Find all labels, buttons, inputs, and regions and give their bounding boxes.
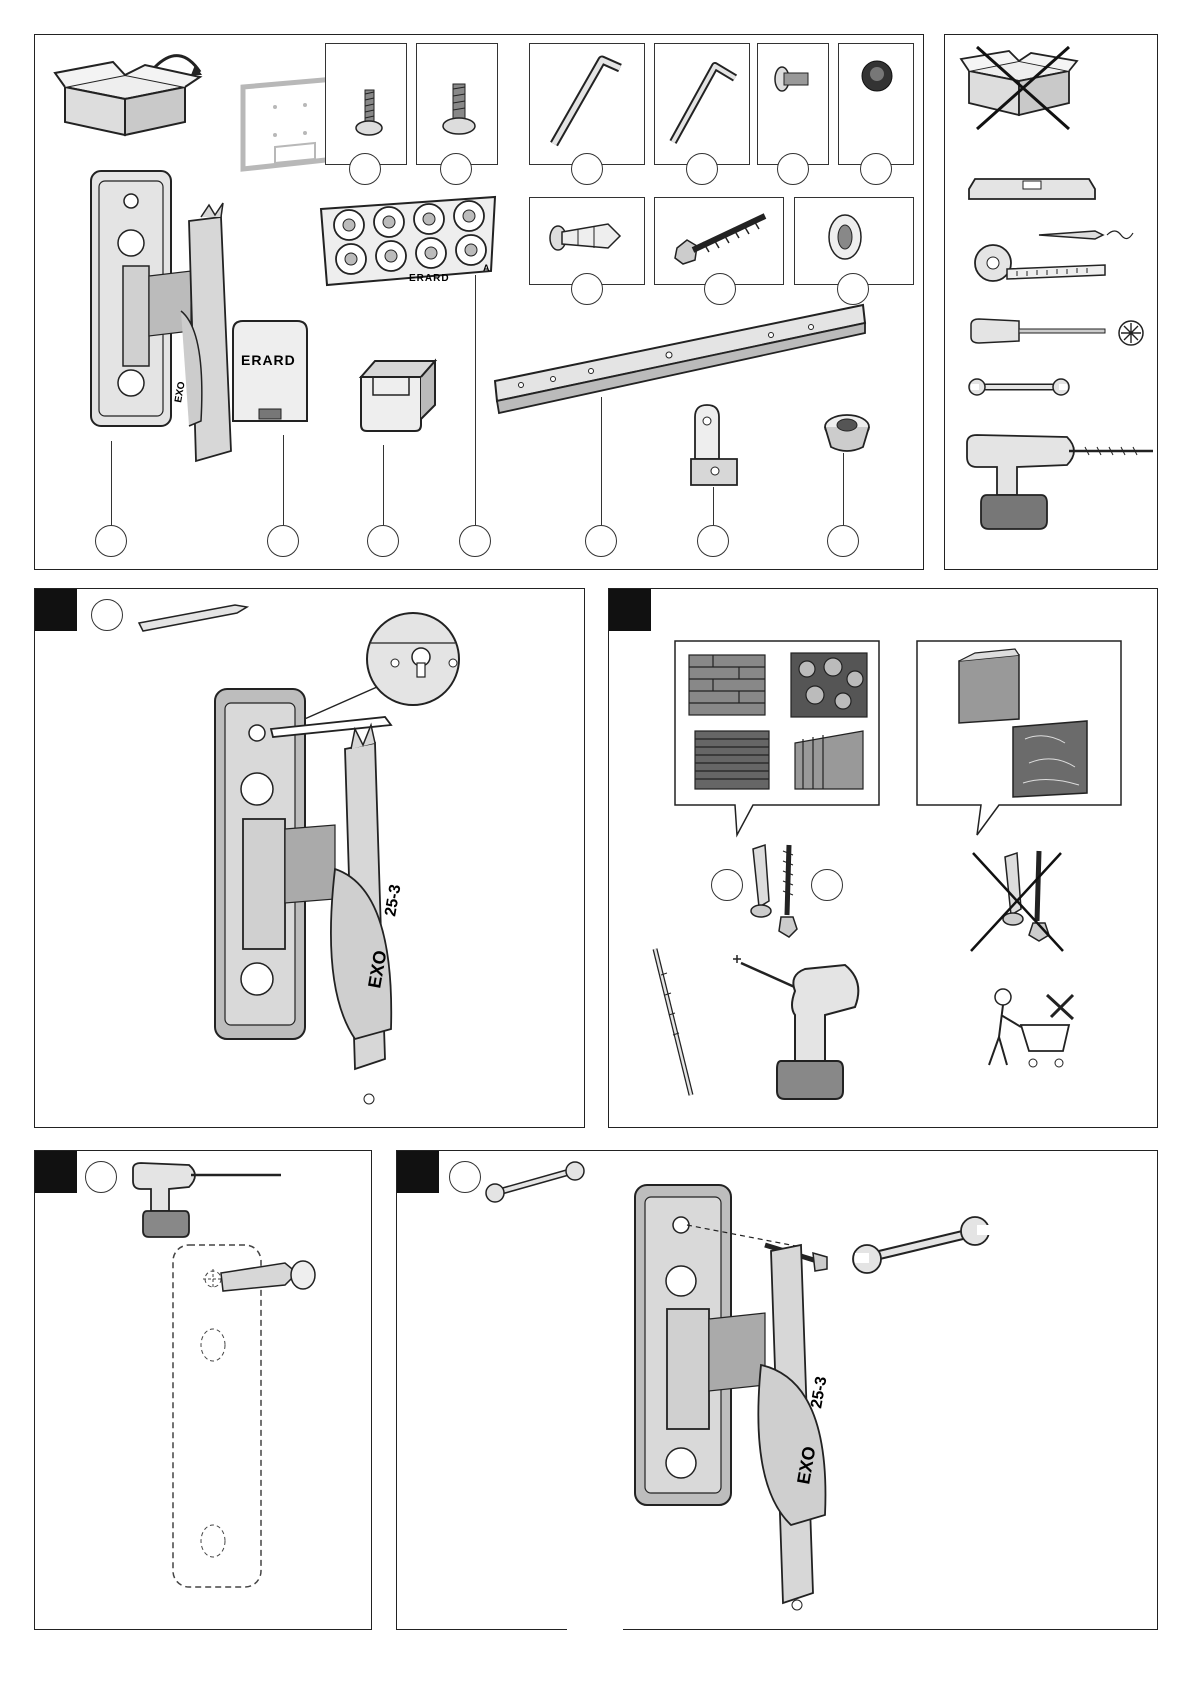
cap-icon bbox=[859, 58, 895, 94]
part-box-hex-key-small bbox=[654, 43, 750, 165]
step-4-panel: EXO 25-3 bbox=[396, 1150, 1158, 1630]
part-callout bbox=[95, 525, 127, 557]
screw-icon bbox=[354, 90, 384, 140]
tray-mark-text: A bbox=[483, 263, 490, 273]
part-box-washer bbox=[794, 197, 914, 285]
step-tab bbox=[35, 589, 77, 631]
part-box-lag-screw bbox=[654, 197, 784, 285]
tape-measure-icon bbox=[971, 239, 1111, 289]
part-callout bbox=[811, 869, 843, 901]
rail-illustration bbox=[491, 301, 871, 437]
anchor-and-screw-icon bbox=[745, 841, 809, 941]
part-callout bbox=[459, 525, 491, 557]
angle-bracket bbox=[683, 403, 743, 493]
arm-exo-text: EXO bbox=[173, 381, 188, 404]
lag-screw-icon bbox=[673, 208, 773, 268]
part-callout bbox=[837, 273, 869, 305]
phillips-tip-icon bbox=[1117, 319, 1145, 347]
part-callout bbox=[711, 869, 743, 901]
part-box-set-screw bbox=[757, 43, 829, 165]
parts-panel: ERARD A EXO ERARD bbox=[34, 34, 924, 570]
step-2-panel bbox=[608, 588, 1158, 1128]
wall-bracket-illustration: EXO 25-3 bbox=[631, 1185, 991, 1625]
part-box-cap bbox=[838, 43, 914, 165]
tool-callout bbox=[91, 599, 123, 631]
step-1-panel: EXO 25-3 bbox=[34, 588, 585, 1128]
washer-icon bbox=[825, 212, 865, 262]
hex-key-icon bbox=[663, 56, 743, 148]
leader-line bbox=[843, 453, 844, 525]
drill-icon bbox=[729, 951, 889, 1111]
tray-brand-text: ERARD bbox=[409, 273, 450, 284]
part-callout bbox=[349, 153, 381, 185]
screwdriver-icon bbox=[969, 317, 1109, 345]
anchor-crossed-icon bbox=[967, 847, 1067, 957]
part-callout bbox=[686, 153, 718, 185]
part-callout bbox=[440, 153, 472, 185]
tools-panel bbox=[944, 34, 1158, 570]
arm-model-text: 25-3 bbox=[808, 1375, 830, 1410]
shopping-cart-icon bbox=[977, 985, 1087, 1075]
leader-line bbox=[111, 441, 112, 527]
part-box-hex-key-large bbox=[529, 43, 645, 165]
part-callout bbox=[571, 153, 603, 185]
part-callout bbox=[571, 273, 603, 305]
page-footer-gap bbox=[567, 1624, 623, 1634]
drill-icon bbox=[957, 433, 1157, 533]
bracket-outline bbox=[165, 1241, 345, 1611]
spacer-tray: ERARD A bbox=[319, 195, 499, 285]
hollow-walls-balloon bbox=[915, 639, 1125, 859]
part-box-screw-large bbox=[416, 43, 498, 165]
screw-icon bbox=[441, 84, 477, 138]
leader-line bbox=[713, 487, 714, 525]
leader-line bbox=[383, 445, 384, 525]
tool-callout bbox=[449, 1161, 481, 1193]
box-open-icon bbox=[55, 47, 205, 147]
wall-bracket-illustration: EXO 25-3 bbox=[195, 689, 495, 1109]
part-callout bbox=[585, 525, 617, 557]
step-tab bbox=[35, 1151, 77, 1193]
cover-brand-text: ERARD bbox=[241, 352, 296, 368]
spanner-icon bbox=[969, 375, 1069, 399]
knob-icon bbox=[817, 407, 877, 457]
leader-line bbox=[283, 435, 284, 525]
spanner-icon bbox=[485, 1163, 585, 1203]
wall-cover: ERARD bbox=[231, 321, 311, 427]
part-callout bbox=[367, 525, 399, 557]
step-tab bbox=[397, 1151, 439, 1193]
box-crossed-icon bbox=[959, 41, 1079, 133]
wall-anchor-icon bbox=[548, 218, 624, 254]
bolt-icon bbox=[774, 64, 814, 94]
part-callout bbox=[860, 153, 892, 185]
tool-callout bbox=[85, 1161, 117, 1193]
pencil-icon bbox=[135, 601, 255, 631]
part-callout bbox=[827, 525, 859, 557]
clip-cover bbox=[355, 355, 441, 435]
part-callout bbox=[777, 153, 809, 185]
drill-bit-icon bbox=[651, 945, 701, 1105]
spirit-level-icon bbox=[967, 173, 1097, 205]
part-callout bbox=[697, 525, 729, 557]
leader-line bbox=[475, 275, 476, 525]
part-box-screw-small bbox=[325, 43, 407, 165]
arm-model-text: 25-3 bbox=[382, 883, 404, 918]
drill-icon bbox=[129, 1161, 289, 1241]
leader-line bbox=[601, 397, 602, 525]
step-tab bbox=[609, 589, 651, 631]
step-3-panel bbox=[34, 1150, 372, 1630]
part-callout bbox=[267, 525, 299, 557]
hex-key-icon bbox=[544, 52, 634, 152]
part-box-wall-anchor bbox=[529, 197, 645, 285]
part-callout bbox=[704, 273, 736, 305]
solid-walls-balloon bbox=[673, 639, 883, 859]
